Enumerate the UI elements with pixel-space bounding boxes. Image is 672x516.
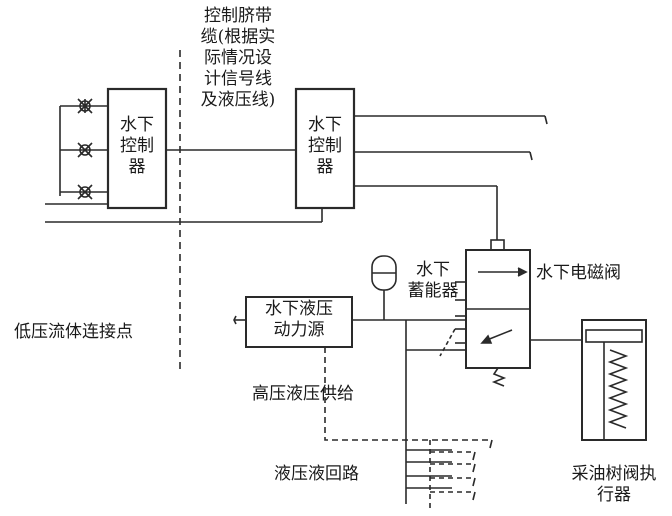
umbilical-label-line-1: 控制脐带 xyxy=(204,6,272,26)
left-controller-label-line-1: 水下 xyxy=(120,115,154,135)
hpu-label: 水下液压 动力源 xyxy=(246,299,352,341)
actuator-label-line-2: 行器 xyxy=(597,485,631,505)
controller-output-lines xyxy=(354,115,548,240)
right-controller-label-line-2: 控制 xyxy=(308,136,342,156)
umbilical-label-line-5: 及液压线) xyxy=(200,90,276,110)
sensor-icons xyxy=(45,98,108,205)
accumulator-label-line-2: 蓄能器 xyxy=(407,281,459,301)
hp-supply-label: 高压液压供给 xyxy=(252,384,354,404)
return-line-label: 液压液回路 xyxy=(274,464,359,484)
left-controller-label-line-3: 器 xyxy=(128,157,146,177)
umbilical-label: 控制脐带 缆(根据实 际情况设 计信号线 及液压线) xyxy=(182,6,294,111)
right-controller-label-line-1: 水下 xyxy=(308,115,342,135)
accumulator-label: 水下 蓄能器 xyxy=(398,260,468,302)
right-controller-label: 水下 控制 器 xyxy=(296,115,354,178)
low-pressure-point-label: 低压流体连接点 xyxy=(14,322,133,342)
umbilical-label-line-4: 计信号线 xyxy=(204,69,272,89)
actuator-label-line-1: 采油树阀执 xyxy=(571,464,657,484)
left-controller-label-line-2: 控制 xyxy=(120,136,154,156)
hpu-box xyxy=(245,296,353,348)
left-controller-label: 水下 控制 器 xyxy=(108,115,166,178)
accumulator-symbol xyxy=(371,255,397,320)
hpu-label-line-1: 水下液压 xyxy=(265,299,333,319)
right-controller-box xyxy=(294,87,356,210)
accumulator-label-line-1: 水下 xyxy=(416,260,450,280)
hpu-label-line-2: 动力源 xyxy=(273,320,325,340)
solenoid-valve xyxy=(455,239,531,387)
left-controller-box xyxy=(106,87,168,210)
actuator-label: 采油树阀执 行器 xyxy=(560,464,668,506)
solenoid-valve-label: 水下电磁阀 xyxy=(536,263,621,283)
return-line xyxy=(324,347,492,441)
actuator-symbol xyxy=(530,319,647,441)
umbilical-label-line-3: 际情况设 xyxy=(204,48,272,68)
umbilical-label-line-2: 缆(根据实 xyxy=(200,27,276,47)
right-controller-label-line-3: 器 xyxy=(316,157,334,177)
